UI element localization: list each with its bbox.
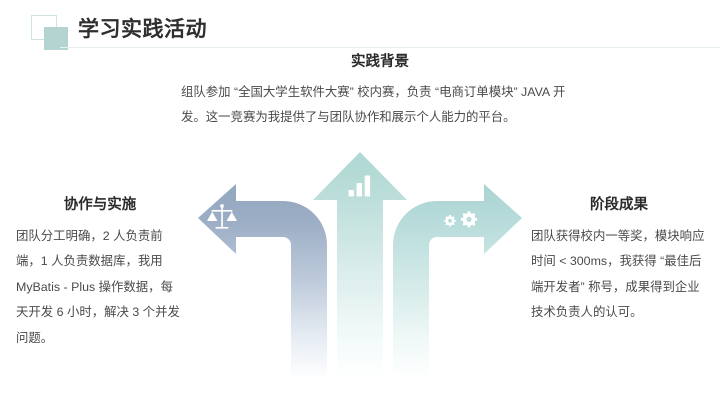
panel-body: 团队分工明确，2 人负责前端，1 人负责数据库，我用 MyBatis - Plu…: [16, 229, 180, 345]
page-title: 学习实践活动: [78, 18, 207, 41]
panel-practice-background: 实践背景 组队参加 “全国大学生软件大赛” 校内赛，负责 “电商订单模块” JA…: [181, 50, 579, 131]
page-header: 学习实践活动: [0, 0, 720, 50]
panel-stage-results: 阶段成果 团队获得校内一等奖，模块响应时间 < 300ms，我获得 “最佳后端开…: [531, 193, 707, 326]
bar-chart-icon: [348, 175, 371, 197]
right-arrow: [393, 184, 522, 380]
arrow-diagram-svg: [198, 152, 522, 380]
panel-heading: 协作与实施: [63, 197, 137, 213]
panel-body: 团队获得校内一等奖，模块响应时间 < 300ms，我获得 “最佳后端开发者” 称…: [531, 229, 705, 320]
right-arrow-shape: [393, 184, 522, 380]
logo-square-filled: [44, 27, 68, 50]
left-arrow-shape: [198, 184, 327, 380]
three-way-arrow-diagram: [178, 150, 542, 405]
panel-heading: 实践背景: [351, 54, 409, 70]
center-arrow-shape: [313, 152, 407, 380]
panel-collaboration-implementation: 协作与实施 团队分工明确，2 人负责前端，1 人负责数据库，我用 MyBatis…: [16, 193, 184, 351]
header-divider: [60, 47, 720, 48]
balance-scales-icon: [207, 204, 237, 229]
gears-icon: [444, 211, 478, 228]
two-squares-logo-icon: [31, 15, 68, 50]
center-arrow: [313, 152, 407, 380]
left-arrow: [198, 184, 327, 380]
panel-body: 组队参加 “全国大学生软件大赛” 校内赛，负责 “电商订单模块” JAVA 开发…: [181, 85, 566, 125]
panel-heading: 阶段成果: [590, 197, 648, 213]
